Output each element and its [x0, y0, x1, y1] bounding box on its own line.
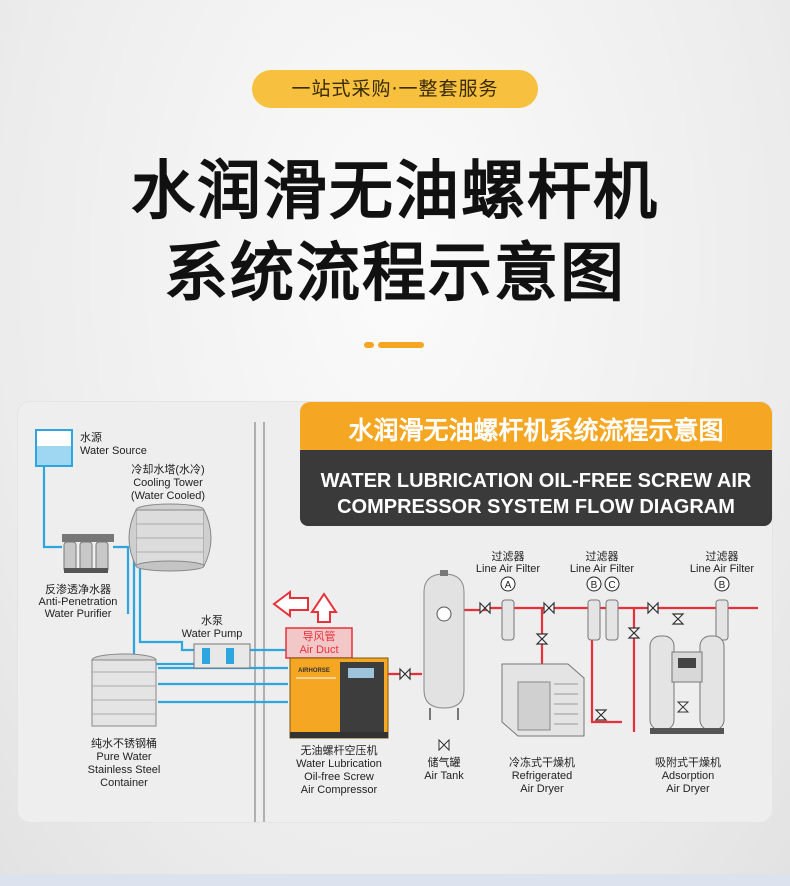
cooling-tower-label-en2: (Water Cooled)	[131, 490, 205, 502]
adsorption-dryer-icon	[649, 635, 725, 734]
service-pill: 一站式采购·一整套服务	[252, 70, 538, 108]
page-title-line1: 水润滑无油螺杆机	[131, 155, 659, 229]
container-label-en2: Stainless Steel	[88, 764, 161, 776]
cooling-tower-label-cn: 冷却水塔(水冷)	[131, 463, 204, 476]
filter-grade-b2: B	[719, 580, 726, 591]
pure-water-container-icon	[91, 653, 157, 727]
pump-label-cn: 水泵	[201, 614, 223, 627]
valve-icon	[676, 701, 690, 713]
compressor-label-cn: 无油螺杆空压机	[301, 743, 378, 757]
adsorption-dryer-label-en1: Adsorption	[662, 770, 715, 782]
banner-en-bg	[300, 452, 772, 526]
compressor-label-en2: Oil-free Screw	[304, 771, 374, 783]
air-duct-arrow-icon	[272, 590, 338, 623]
filter-b-label-cn: 过滤器	[706, 550, 739, 563]
purifier-label-en2: Water Purifier	[45, 608, 112, 620]
filter-b-label-en: Line Air Filter	[690, 563, 755, 575]
filter-bc-label-en: Line Air Filter	[570, 563, 635, 575]
cooling-tower-icon	[128, 503, 212, 572]
tank-label-en: Air Tank	[424, 770, 464, 782]
container-label-en1: Pure Water	[96, 751, 152, 763]
refrigerated-dryer-label-cn: 冷冻式干燥机	[509, 755, 575, 769]
adsorption-dryer-label-cn: 吸附式干燥机	[655, 755, 721, 769]
banner-cn-bg	[300, 402, 772, 457]
container-label-cn: 纯水不锈钢桶	[91, 736, 157, 750]
pump-label-en: Water Pump	[182, 628, 243, 640]
compressor-label-en3: Air Compressor	[301, 784, 378, 796]
compressor-brand: AIRHORSE	[298, 668, 330, 674]
air-duct-label-en: Air Duct	[299, 644, 338, 656]
filter-grade-b: B	[591, 580, 598, 591]
line-filter-icon	[501, 599, 729, 641]
air-duct-label-cn: 导风管	[303, 629, 336, 643]
accent-dash-long	[378, 342, 424, 348]
compressor-label-en1: Water Lubrication	[296, 758, 382, 770]
purifier-label-cn: 反渗透净水器	[45, 582, 111, 596]
bottom-strip	[0, 874, 790, 886]
flow-diagram: 水润滑无油螺杆机系统流程示意图 WATER LUBRICATION OIL-FR…	[35, 402, 772, 822]
water-source-label-cn: 水源	[80, 430, 102, 444]
tank-label-cn: 储气罐	[428, 755, 461, 769]
accent-dash-short	[364, 342, 374, 348]
air-tank-icon	[423, 570, 465, 720]
purifier-icon	[62, 534, 114, 573]
banner-en-line2: COMPRESSOR SYSTEM FLOW DIAGRAM	[337, 496, 735, 518]
water-pump-icon	[193, 643, 251, 669]
purifier-label-en1: Anti-Penetration	[39, 596, 118, 608]
filter-bc-label-cn: 过滤器	[586, 550, 619, 563]
refrigerated-dryer-label-en2: Air Dryer	[520, 783, 564, 795]
drain-valve-icon	[438, 738, 450, 752]
cooling-tower-label-en1: Cooling Tower	[133, 477, 203, 489]
filter-grade-c: C	[608, 580, 615, 591]
water-source-label-en: Water Source	[80, 445, 147, 457]
adsorption-dryer-label-en2: Air Dryer	[666, 783, 710, 795]
air-compressor-icon	[289, 657, 389, 739]
flow-diagram-panel: 水润滑无油螺杆机系统流程示意图 WATER LUBRICATION OIL-FR…	[18, 402, 772, 822]
banner-cn: 水润滑无油螺杆机系统流程示意图	[348, 416, 723, 445]
banner-en-line1: WATER LUBRICATION OIL-FREE SCREW AIR	[321, 470, 752, 492]
page-title-line2: 系统流程示意图	[164, 237, 626, 311]
refrigerated-dryer-label-en1: Refrigerated	[512, 770, 573, 782]
filter-grade-a: A	[505, 580, 512, 591]
container-label-en3: Container	[100, 777, 148, 789]
filter-a-label-en: Line Air Filter	[476, 563, 541, 575]
refrigerated-dryer-icon	[501, 663, 585, 737]
valve-icon	[399, 601, 685, 721]
filter-a-label-cn: 过滤器	[492, 550, 525, 563]
